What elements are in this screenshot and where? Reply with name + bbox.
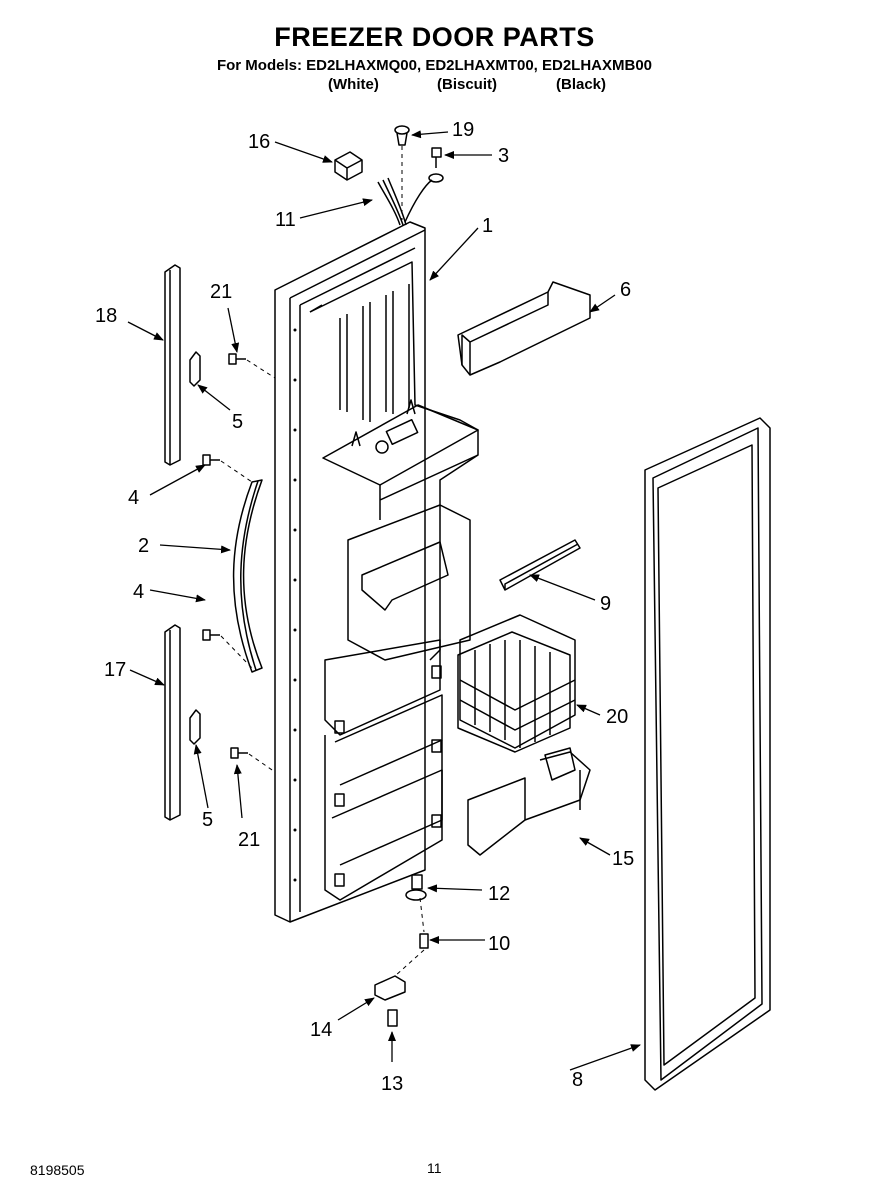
callout-11: 11: [275, 209, 296, 231]
door-gasket: [644, 417, 771, 1091]
callout-13: 13: [381, 1073, 403, 1095]
lower-side-trim: [164, 624, 181, 821]
callout-4-upper: 4: [128, 487, 139, 509]
hinge-bracket-part-14: [374, 975, 406, 1001]
callout-6: 6: [620, 279, 631, 301]
callout-21-lower: 21: [238, 829, 260, 851]
model-list: For Models: ED2LHAXMQ00, ED2LHAXMT00, ED…: [216, 57, 653, 74]
screw-part-21-lower: [230, 747, 248, 759]
hinge-screw-part-10: [419, 933, 429, 949]
callout-2: 2: [138, 535, 149, 557]
callout-5-lower: 5: [202, 809, 213, 831]
page-number: 11: [427, 1160, 442, 1176]
door-handle: [232, 479, 263, 673]
wire-harness: [377, 173, 444, 226]
wire-connector: [334, 151, 363, 181]
screw-part-4-lower: [202, 629, 220, 641]
callout-20: 20: [606, 706, 628, 728]
document-number: 8198505: [30, 1162, 85, 1178]
upper-side-trim: [164, 264, 181, 466]
door-panel: [274, 221, 479, 923]
callout-1: 1: [482, 215, 493, 237]
hinge-pin-part-12: [405, 874, 427, 901]
trim-clip-lower: [189, 709, 201, 745]
callout-19: 19: [452, 119, 474, 141]
callout-14: 14: [310, 1019, 332, 1041]
screw-part-4-upper: [202, 454, 220, 466]
finish-white: (White): [328, 76, 379, 93]
page-title: FREEZER DOOR PARTS: [274, 22, 595, 52]
callout-3: 3: [498, 145, 509, 167]
alignment-lines: [220, 146, 425, 977]
trim-strip: [499, 539, 581, 591]
callout-17: 17: [104, 659, 126, 681]
callout-10: 10: [488, 933, 510, 955]
callout-4-lower: 4: [133, 581, 144, 603]
screw-part-21-upper: [228, 353, 246, 365]
callout-18: 18: [95, 305, 117, 327]
ice-bucket-basket: [457, 614, 576, 753]
finish-biscuit: (Biscuit): [437, 76, 497, 93]
callout-12: 12: [488, 883, 510, 905]
finish-black: (Black): [556, 76, 607, 93]
door-bin: [457, 281, 591, 376]
leader-arrows: [127, 130, 641, 1071]
callout-9: 9: [600, 593, 611, 615]
callout-5-upper: 5: [232, 411, 243, 433]
wire-grommet: [394, 125, 410, 146]
trim-clip-upper: [189, 351, 201, 387]
callout-8: 8: [572, 1069, 583, 1091]
callout-15: 15: [612, 848, 634, 870]
hinge-screw-part-13: [387, 1009, 398, 1027]
callout-21-upper: 21: [210, 281, 232, 303]
ice-bin-shelf: [467, 747, 591, 856]
ground-screw: [431, 147, 442, 168]
callout-16: 16: [248, 131, 270, 153]
